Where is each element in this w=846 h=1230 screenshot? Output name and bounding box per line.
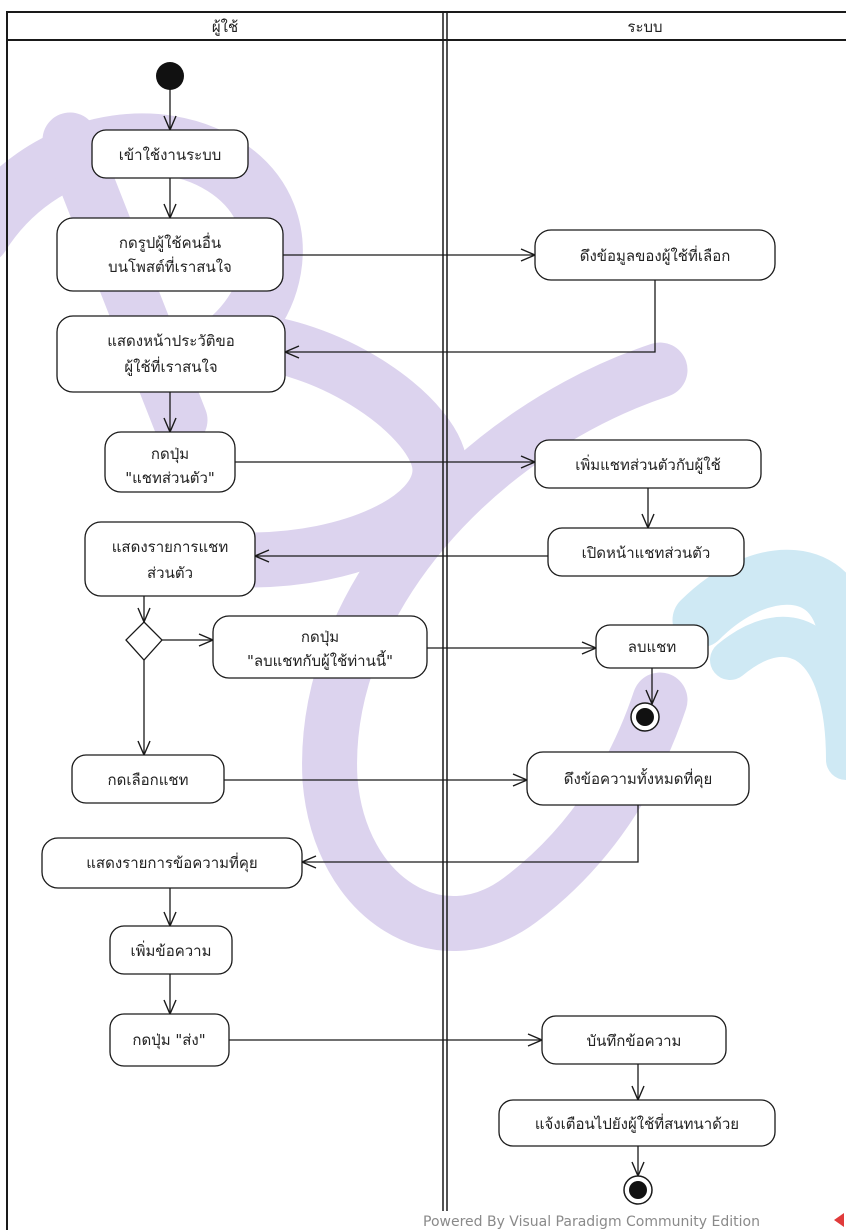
action-node-fetch-messages bbox=[526, 751, 750, 806]
action-label-delete-chat: ลบแชท bbox=[628, 638, 676, 656]
action-label-show-profile: แสดงหน้าประวัติขอ bbox=[107, 332, 235, 350]
action-node-notify-partner bbox=[498, 1099, 776, 1147]
action-label-save-message: บันทึกข้อความ bbox=[587, 1032, 682, 1050]
lane-title-system: ระบบ bbox=[627, 18, 662, 36]
swimlane-frame bbox=[6, 11, 846, 1230]
action-label-notify-partner: แจ้งเตือนไปยังผู้ใช้ที่สนทนาด้วย bbox=[535, 1113, 739, 1133]
footer-background bbox=[420, 1211, 846, 1230]
action-node-add-message bbox=[109, 925, 233, 975]
action-label-tap-send: กดปุ่ม "ส่ง" bbox=[132, 1031, 205, 1050]
final-node-delete bbox=[630, 702, 660, 732]
action-node-tap-avatar bbox=[56, 217, 284, 292]
flow-fetch-messages-show-messages bbox=[300, 805, 639, 869]
initial-node bbox=[156, 62, 184, 90]
action-label-show-messages: แสดงรายการข้อความที่คุย bbox=[86, 852, 257, 873]
decision-node bbox=[125, 621, 163, 661]
action-label-show-chat-list: แสดงรายการแชท bbox=[112, 538, 228, 556]
action-node-delete-chat bbox=[595, 624, 709, 669]
lane-title-user: ผู้ใช้ bbox=[212, 18, 238, 36]
footer-text: Powered By Visual Paradigm Community Edi… bbox=[423, 1214, 760, 1230]
action-node-open-chat-page bbox=[547, 527, 745, 577]
action-node-save-message bbox=[541, 1015, 727, 1065]
action-label-tap-delete-chat: กดปุ่ม bbox=[301, 628, 339, 647]
action-nodes bbox=[41, 129, 776, 1147]
action-node-tap-delete-chat bbox=[212, 615, 428, 679]
action-label-tap-private-chat: "แชทส่วนตัว" bbox=[125, 469, 215, 487]
action-node-show-chat-list bbox=[84, 521, 256, 597]
action-label-fetch-messages: ดึงข้อความทั้งหมดที่คุย bbox=[564, 768, 713, 789]
action-node-add-chat bbox=[534, 439, 762, 489]
action-label-show-profile: ผู้ใช้ที่เราสนใจ bbox=[124, 356, 217, 376]
flow-fetch-user-show-profile bbox=[283, 280, 656, 359]
action-label-tap-private-chat: กดปุ่ม bbox=[151, 445, 189, 464]
action-label-fetch-user: ดึงข้อมูลของผู้ใช้ที่เลือก bbox=[580, 245, 731, 265]
action-label-tap-delete-chat: "ลบแชทกับผู้ใช้ท่านนี้" bbox=[247, 650, 393, 670]
action-label-tap-avatar: บนโพสต์ที่เราสนใจ bbox=[108, 256, 232, 276]
action-node-select-chat bbox=[71, 754, 225, 804]
watermark-stroke bbox=[202, 312, 468, 588]
action-label-add-message: เพิ่มข้อความ bbox=[131, 940, 212, 960]
visual-paradigm-logo-icon bbox=[834, 1213, 844, 1227]
action-label-open-chat-page: เปิดหน้าแชทส่วนตัว bbox=[582, 544, 711, 562]
action-node-fetch-user bbox=[534, 229, 776, 281]
action-node-tap-private-chat bbox=[104, 431, 236, 493]
action-node-tap-send bbox=[109, 1013, 230, 1067]
action-label-tap-avatar: กดรูปผู้ใช้คนอื่น bbox=[119, 232, 221, 252]
action-labels: เข้าใช้งานระบบ กดรูปผู้ใช้คนอื่น บนโพสต์… bbox=[86, 146, 739, 1133]
control-flows bbox=[137, 88, 659, 1178]
watermark-stroke bbox=[710, 616, 846, 780]
action-label-add-chat: เพิ่มแชทส่วนตัวกับผู้ใช้ bbox=[575, 454, 721, 474]
action-label-show-chat-list: ส่วนตัว bbox=[147, 564, 193, 582]
action-label-login: เข้าใช้งานระบบ bbox=[119, 146, 221, 164]
action-node-login bbox=[91, 129, 249, 179]
action-label-select-chat: กดเลือกแชท bbox=[108, 771, 189, 789]
action-node-show-messages bbox=[41, 837, 303, 889]
action-node-show-profile bbox=[56, 315, 286, 393]
final-node-notify bbox=[623, 1175, 653, 1205]
watermark-stroke bbox=[302, 342, 688, 951]
watermark-stroke bbox=[672, 549, 846, 668]
